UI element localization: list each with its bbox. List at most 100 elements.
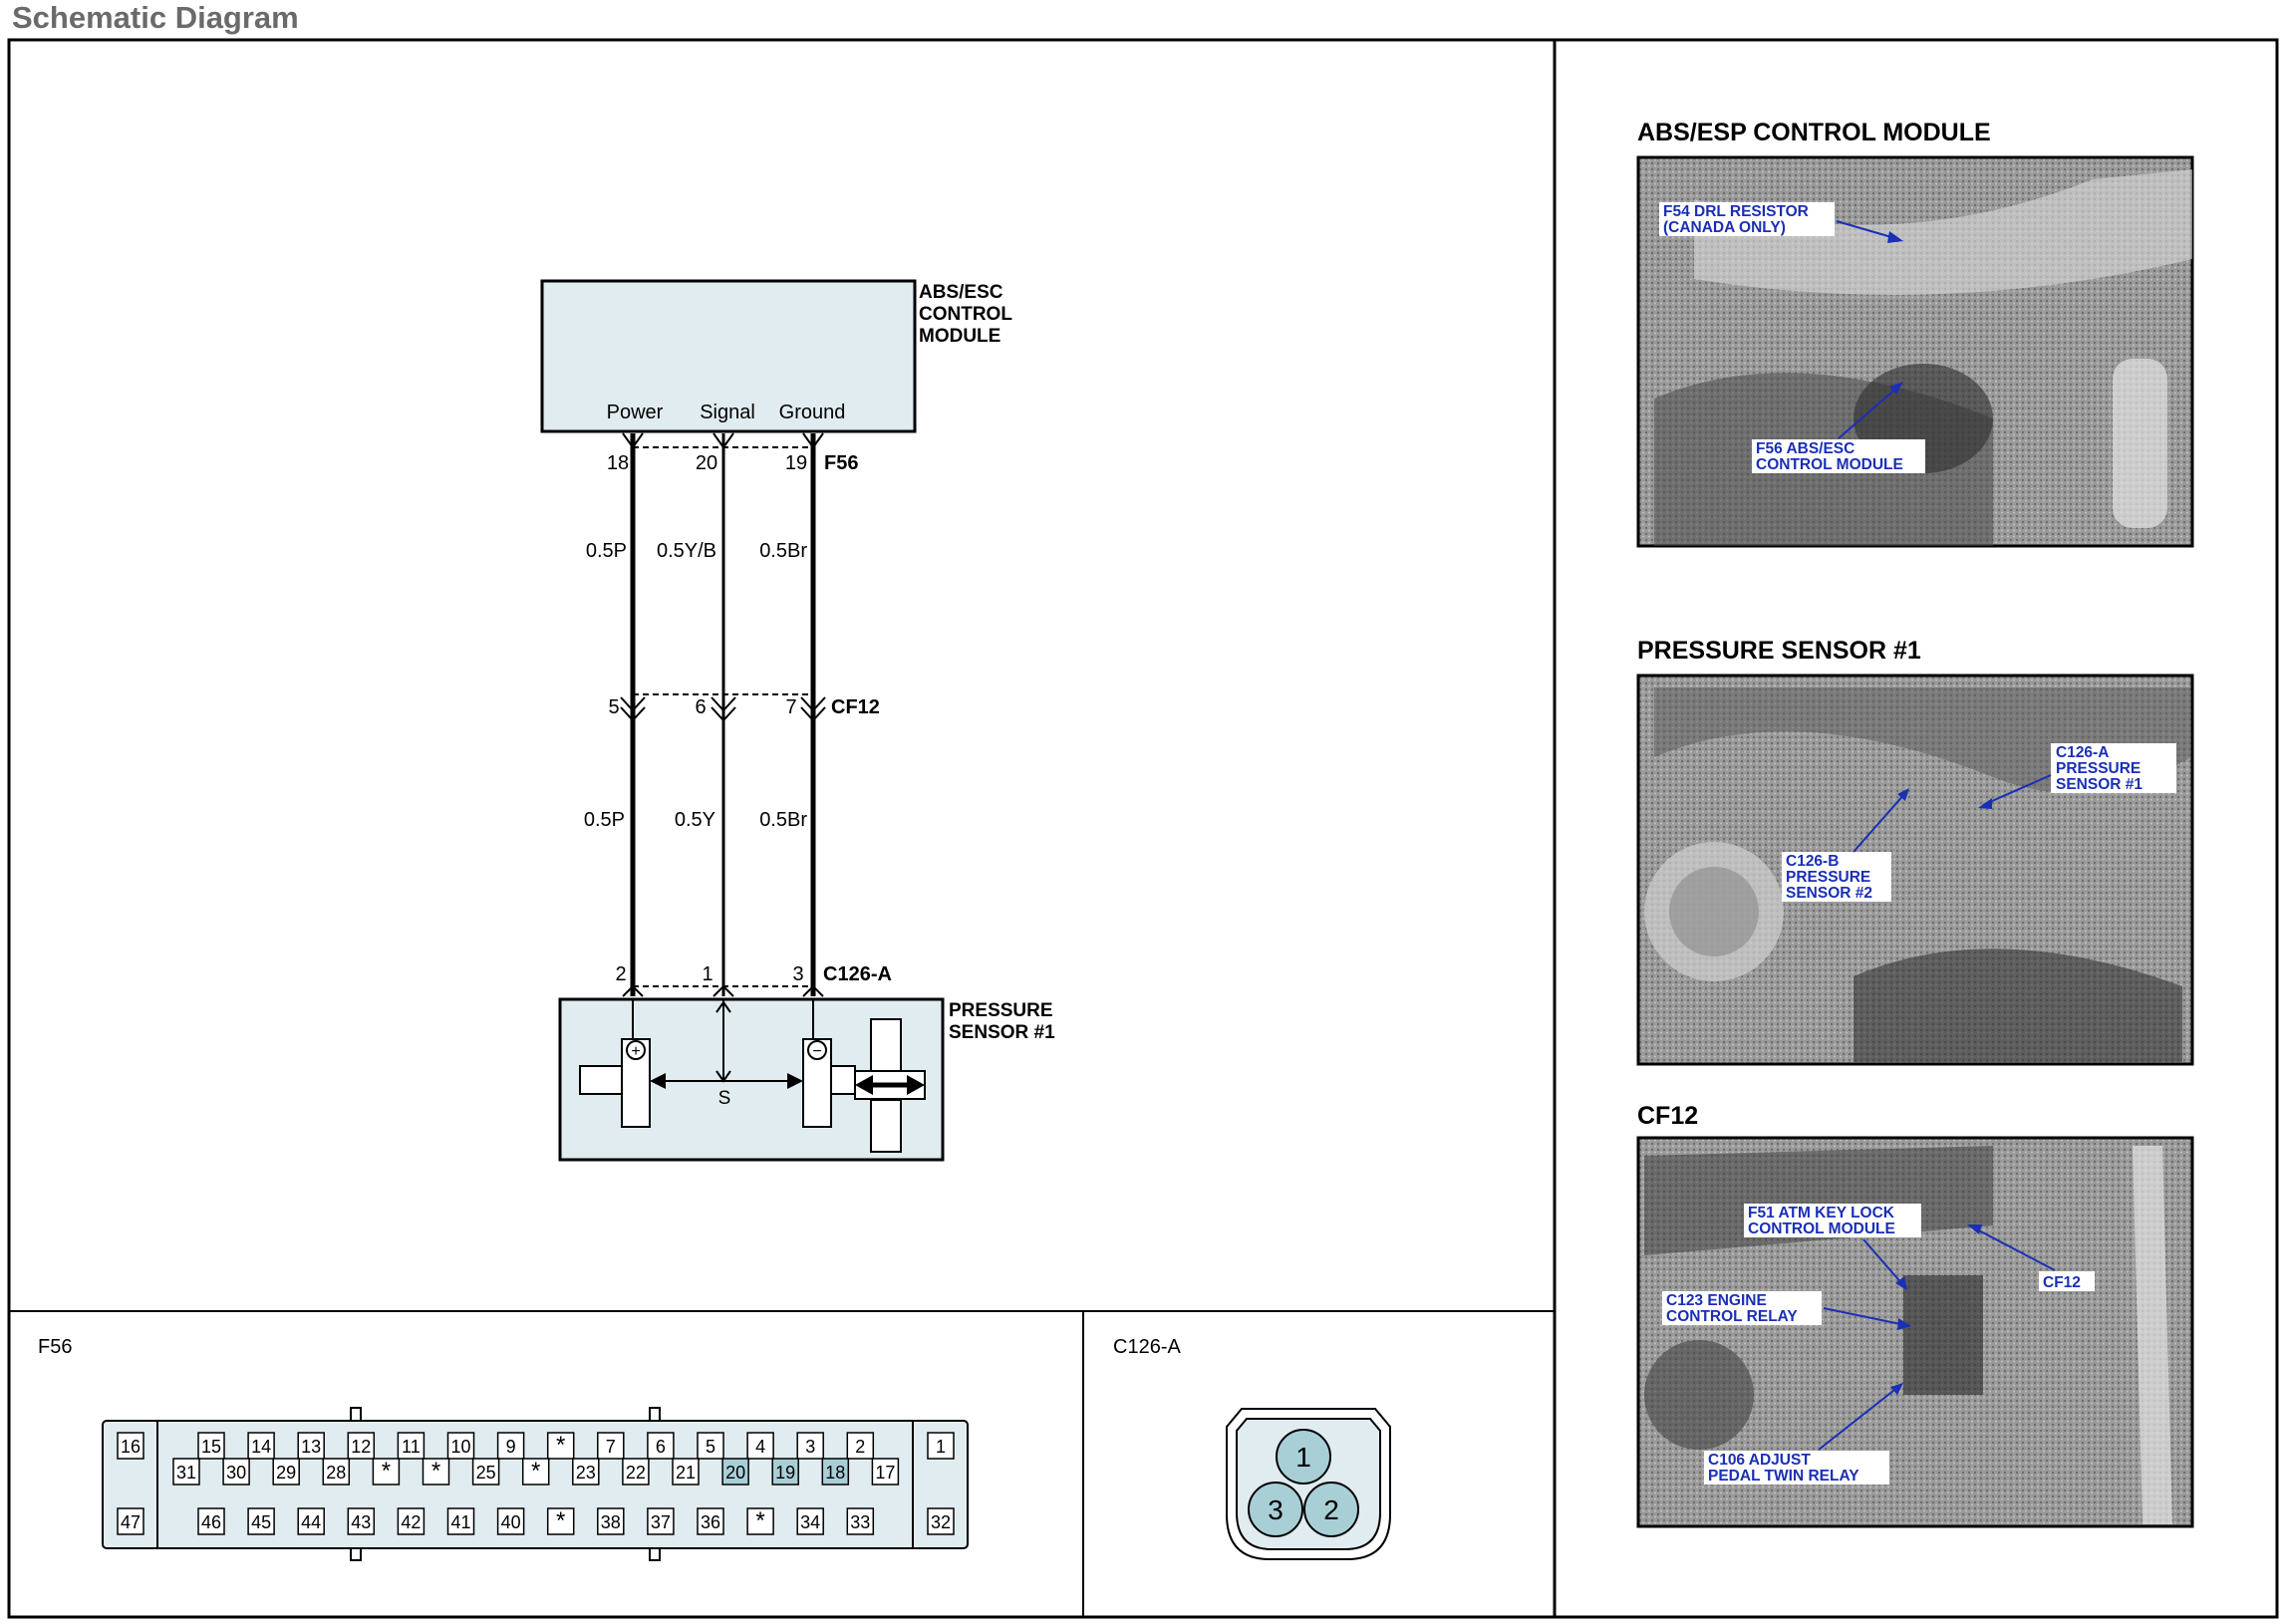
c126-pin: 2 bbox=[615, 963, 626, 985]
f56-pin-number: 31 bbox=[176, 1463, 196, 1483]
wires bbox=[630, 433, 816, 996]
callout-text: F51 ATM KEY LOCK bbox=[1748, 1205, 1895, 1221]
plus-symbol: + bbox=[631, 1043, 640, 1060]
f56-pin-number: 44 bbox=[301, 1512, 321, 1532]
f56-pin-number: 2 bbox=[855, 1437, 865, 1457]
f56-pin-cell: * bbox=[422, 1458, 450, 1486]
f56-pin-cell: 38 bbox=[597, 1507, 625, 1535]
connector-f56 bbox=[622, 432, 824, 449]
c126-pin: 3 bbox=[792, 963, 803, 985]
c126-pin: 1 bbox=[702, 963, 713, 985]
module-name-line: MODULE bbox=[919, 326, 1000, 347]
f56-pin-number: 33 bbox=[850, 1512, 870, 1532]
cf12-pin: 7 bbox=[785, 696, 796, 718]
f56-pin-number: 20 bbox=[725, 1463, 745, 1483]
f56-pin-number: 47 bbox=[121, 1512, 141, 1532]
f56-pin-number: 45 bbox=[251, 1512, 271, 1532]
c126-panel-label: C126-A bbox=[1113, 1336, 1181, 1358]
sensor-name-line: PRESSURE bbox=[949, 1000, 1053, 1021]
module-name-line: CONTROL bbox=[919, 304, 1012, 325]
callout-text: SENSOR #1 bbox=[2056, 776, 2142, 793]
callout-text: PRESSURE bbox=[2056, 760, 2141, 777]
f56-pin-cell: 29 bbox=[272, 1458, 300, 1486]
f56-pin-cell: 46 bbox=[197, 1507, 225, 1535]
sensor-name-line: SENSOR #1 bbox=[949, 1022, 1055, 1043]
f56-pin-number: 46 bbox=[201, 1512, 221, 1532]
f56-pin-cell: 31 bbox=[172, 1458, 200, 1486]
f56-pin-cell: 2 bbox=[846, 1432, 875, 1460]
f56-pin-cell: * bbox=[372, 1458, 401, 1486]
f56-pin-number: 25 bbox=[476, 1463, 496, 1483]
f56-pin-cell: 44 bbox=[297, 1507, 325, 1535]
f56-pin-cell: * bbox=[746, 1507, 774, 1535]
callout-text: CONTROL RELAY bbox=[1666, 1308, 1798, 1325]
connector-c126a bbox=[622, 984, 824, 997]
minus-symbol: − bbox=[812, 1043, 821, 1060]
f56-pin-number: * bbox=[431, 1458, 440, 1485]
f56-pin-cell: 34 bbox=[796, 1507, 824, 1535]
f56-connector-label: F56 bbox=[824, 452, 858, 474]
wire-color: 0.5Br bbox=[759, 540, 807, 562]
f56-pin-cell: 22 bbox=[622, 1458, 650, 1486]
wire-color: 0.5Y/B bbox=[657, 540, 716, 562]
f56-pin-number: 37 bbox=[651, 1512, 671, 1532]
f56-pin-cell: 15 bbox=[197, 1432, 225, 1460]
callout-text: PEDAL TWIN RELAY bbox=[1708, 1468, 1859, 1485]
f56-pin-cell: 21 bbox=[672, 1458, 700, 1486]
f56-pin-number: 42 bbox=[401, 1512, 421, 1532]
f56-pin-number: 13 bbox=[301, 1437, 321, 1457]
callout-text: SENSOR #2 bbox=[1786, 885, 1872, 902]
f56-pin-number: 3 bbox=[805, 1437, 815, 1457]
f56-pin-cell: 36 bbox=[697, 1507, 724, 1535]
cf12-pin: 6 bbox=[695, 696, 706, 718]
f56-pin-number: 15 bbox=[201, 1437, 221, 1457]
wire-color: 0.5P bbox=[584, 809, 625, 831]
pin-label-signal: Signal bbox=[700, 402, 755, 423]
f56-pin-number: 10 bbox=[450, 1437, 470, 1457]
f56-pin-cell: 28 bbox=[322, 1458, 351, 1486]
callout-text: CONTROL MODULE bbox=[1748, 1220, 1895, 1237]
f56-pin: 20 bbox=[696, 452, 717, 474]
c126-connector-face: 1 3 2 bbox=[1226, 1408, 1391, 1560]
callout-box: F56 ABS/ESC CONTROL MODULE bbox=[1752, 382, 1925, 473]
f56-pin-cell: * bbox=[546, 1507, 575, 1535]
f56-pin-number: 5 bbox=[706, 1437, 715, 1457]
pin-label-power: Power bbox=[607, 402, 664, 423]
page-title: Schematic Diagram bbox=[12, 0, 299, 35]
f56-pin-number: 19 bbox=[775, 1463, 795, 1483]
f56-pin-cell: 20 bbox=[721, 1458, 749, 1486]
f56-pin-number: 9 bbox=[506, 1437, 516, 1457]
f56-pin-number: * bbox=[556, 1507, 565, 1534]
callout-text: CF12 bbox=[2043, 1274, 2081, 1291]
photo-title: CF12 bbox=[1637, 1102, 1698, 1130]
f56-pin-number: 38 bbox=[601, 1512, 621, 1532]
f56-pin-cell: 5 bbox=[697, 1432, 724, 1460]
f56-pin-number: 23 bbox=[576, 1463, 596, 1483]
f56-pin-number: 18 bbox=[825, 1463, 845, 1483]
f56-pin-cell: 10 bbox=[446, 1432, 475, 1460]
pin-label-ground: Ground bbox=[779, 402, 846, 423]
callout-text: C126-A bbox=[2056, 744, 2109, 761]
photo-panel-cf12: CF12 F51 ATM KEY LOCK CONTROL MODULE C12… bbox=[1636, 1102, 2194, 1528]
f56-pin-cell: 18 bbox=[821, 1458, 850, 1486]
connector-cf12 bbox=[620, 693, 826, 722]
f56-pin-cell: 9 bbox=[496, 1432, 525, 1460]
wire-color: 0.5Br bbox=[759, 809, 807, 831]
c126-connector-label: C126-A bbox=[823, 963, 892, 985]
f56-pin-cell: 41 bbox=[446, 1507, 475, 1535]
f56-pin-cell: * bbox=[546, 1432, 575, 1460]
f56-pin-cell: 47 bbox=[117, 1507, 144, 1535]
f56-panel-label: F56 bbox=[38, 1336, 72, 1358]
f56-pin-number: * bbox=[531, 1458, 540, 1485]
f56-pin-number: 4 bbox=[755, 1437, 765, 1457]
callout-text: C106 ADJUST bbox=[1708, 1452, 1811, 1469]
callout-box: C123 ENGINE CONTROL RELAY bbox=[1662, 1291, 1911, 1330]
f56-pin-cell: 37 bbox=[647, 1507, 675, 1535]
f56-pin-number: 22 bbox=[626, 1463, 646, 1483]
f56-pin-cell: 14 bbox=[247, 1432, 275, 1460]
f56-pin-cell: 6 bbox=[647, 1432, 675, 1460]
f56-pin-cell: 23 bbox=[572, 1458, 600, 1486]
f56-pin-cell: 4 bbox=[746, 1432, 774, 1460]
